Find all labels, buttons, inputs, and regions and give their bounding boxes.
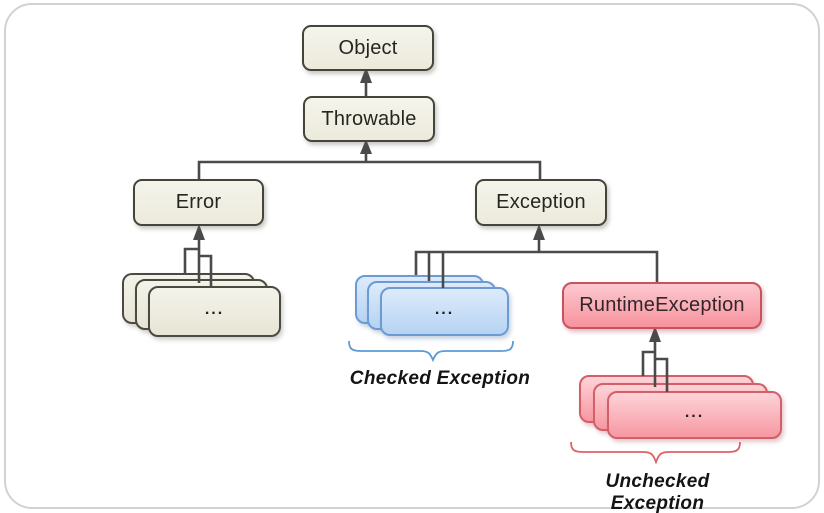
node-error: Error	[133, 179, 264, 226]
checked-stack-label: ...	[434, 300, 455, 318]
checked-stack-box-front: ...	[380, 287, 509, 336]
node-runtime-exception: RuntimeException	[562, 282, 762, 329]
error-stack-box-front: ...	[148, 286, 281, 337]
node-error-label: Error	[175, 191, 222, 213]
node-exception: Exception	[475, 179, 607, 226]
runtime-stack-label: ...	[684, 403, 705, 421]
node-throwable: Throwable	[303, 96, 435, 142]
node-runtime-exception-label: RuntimeException	[579, 294, 745, 316]
node-object-label: Object	[338, 36, 398, 59]
node-exception-label: Exception	[496, 191, 586, 213]
caption-unchecked-exception: Unchecked Exception	[605, 471, 710, 513]
runtime-stack-box-front: ...	[607, 391, 782, 439]
caption-checked-exception: Checked Exception	[349, 368, 531, 389]
error-stack-label: ...	[204, 300, 225, 318]
node-throwable-label: Throwable	[321, 107, 417, 130]
node-object: Object	[302, 25, 434, 71]
